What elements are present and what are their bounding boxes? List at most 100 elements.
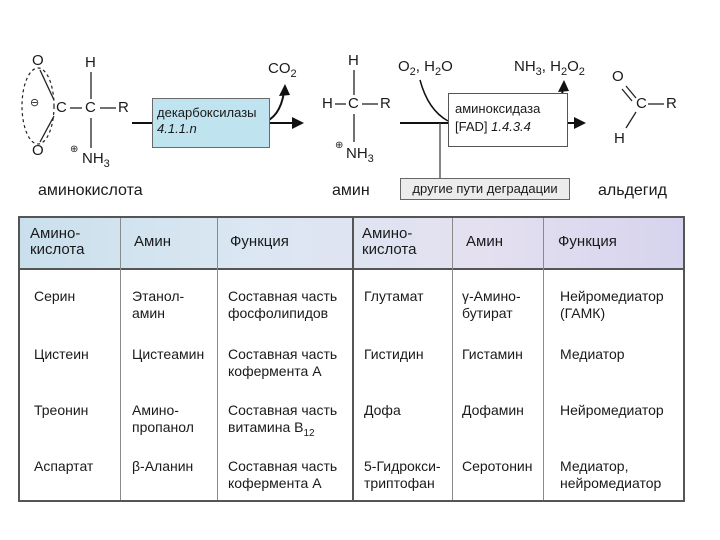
row4-function-1-line2: кофермента А <box>228 475 322 491</box>
amine-h-top: H <box>348 52 359 69</box>
amine-oxidase-cofactor: [FAD] <box>455 119 488 134</box>
row3-amino-acid-2: Дофа <box>364 402 401 418</box>
decarboxylase-ec: 4.1.1.n <box>157 121 197 136</box>
row1-function-2-line2: (ГАМК) <box>560 305 606 321</box>
header-amine-2: Амин <box>466 233 503 250</box>
aldehyde-o: O <box>612 68 624 85</box>
h2o2-sub2: 2 <box>578 66 585 78</box>
decarboxylase-box: декарбоксилазы 4.1.1.n <box>152 98 270 148</box>
header-amino-acid-2: Амино- кислота <box>362 226 416 258</box>
oxidation-inputs: O2, H2O <box>398 58 453 78</box>
aa-nh3-sub: 3 <box>103 158 110 170</box>
inputs-sep: , <box>415 58 425 75</box>
o2-text: O <box>398 58 410 75</box>
row1-function-2-line1: Нейромедиатор <box>560 288 664 304</box>
h2o2-sub1: 2 <box>560 66 568 78</box>
row2-amine-2: Гистамин <box>462 346 523 362</box>
header-amino-acid-1-line1: Амино- <box>30 225 81 242</box>
row3-function-1-line2: витамина В12 <box>228 419 337 442</box>
aa-nh3-text: NH <box>82 150 104 167</box>
aldehyde-h: H <box>614 130 625 147</box>
row1-amine-1: Этанол- амин <box>132 288 184 322</box>
row4-function-2-line2: нейромедиатор <box>560 475 662 491</box>
row3-function-1-line1: Составная часть <box>228 402 338 418</box>
aa-ammonium-charge: ⊕ <box>70 144 79 155</box>
row3-amino-acid-1: Треонин <box>34 402 89 418</box>
amine-oxidase-box: аминоксидаза [FAD] 1.4.3.4 <box>448 93 568 147</box>
aa-bond-c-o-top <box>39 69 55 101</box>
row4-amino-acid-2: 5-Гидрокси- триптофан <box>364 458 441 492</box>
amine-ammonium-charge: ⊕ <box>335 140 344 151</box>
row3-amine-1-line1: Амино- <box>132 402 179 418</box>
row4-function-1-line1: Составная часть <box>228 458 338 474</box>
header-amino-acid-1: Амино- кислота <box>30 226 84 258</box>
row2-amine-1: Цистеамин <box>132 346 205 362</box>
header-amine-1: Амин <box>134 233 171 250</box>
oxidation-arrow-head <box>574 117 586 129</box>
row2-function-1: Составная часть кофермента А <box>228 346 337 380</box>
aa-nh3: NH3 <box>82 150 110 170</box>
aa-o-top: O <box>32 52 44 69</box>
header-function-1: Функция <box>230 233 289 250</box>
h2o2-h: H <box>550 58 561 75</box>
row3-function-2: Нейромедиатор <box>560 402 664 418</box>
header-amino-acid-2-line1: Амино- <box>362 225 413 242</box>
decarboxylase-name: декарбоксилазы <box>157 105 257 120</box>
row1-amine-1-line1: Этанол- <box>132 288 185 304</box>
nh3-out-text: NH <box>514 58 536 75</box>
header-amino-acid-2-line2: кислота <box>362 241 417 258</box>
row1-amine-2: γ-Амино- бутират <box>462 288 521 322</box>
col-divider-1 <box>120 218 121 500</box>
h2o-o: O <box>441 58 453 75</box>
col-divider-5 <box>543 218 544 500</box>
amino-acid-caption: аминокислота <box>38 182 143 199</box>
row1-amine-2-line2: бутират <box>462 305 513 321</box>
co2-label: CO2 <box>268 60 297 80</box>
h2o-sub: 2 <box>434 66 442 78</box>
row4-amino-acid-2-line1: 5-Гидрокси- <box>364 458 441 474</box>
col-divider-middle <box>352 218 354 500</box>
amine-oxidase-detail: [FAD] 1.4.3.4 <box>455 118 561 136</box>
col-divider-2 <box>217 218 218 500</box>
aldehyde-caption: альдегид <box>598 182 667 199</box>
aldehyde-r: R <box>666 95 677 112</box>
aa-o-bottom: O <box>32 142 44 159</box>
row1-amino-acid-2: Глутамат <box>364 288 424 304</box>
row2-amino-acid-2: Гистидин <box>364 346 424 362</box>
row4-amino-acid-1: Аспартат <box>34 458 94 474</box>
row2-function-2: Медиатор <box>560 346 625 362</box>
aa-bond-c-o-bottom <box>39 115 55 143</box>
scheme-lines <box>21 67 664 178</box>
row4-function-1: Составная часть кофермента А <box>228 458 337 492</box>
h2o2-o: O <box>567 58 579 75</box>
aa-c-alpha: C <box>85 99 96 116</box>
aa-h: H <box>85 54 96 71</box>
row3-amine-1-line2: пропанол <box>132 419 194 435</box>
h2o-h: H <box>424 58 435 75</box>
co2-sub: 2 <box>290 68 297 80</box>
amine-oxidase-ec: 1.4.3.4 <box>491 119 531 134</box>
row3-amine-2: Дофамин <box>462 402 524 418</box>
row4-amine-2: Серотонин <box>462 458 533 474</box>
co2-text: CO <box>268 60 291 77</box>
row1-amine-2-line1: γ-Амино- <box>462 288 521 304</box>
o2-input-arrow <box>419 79 449 122</box>
other-degradation-paths-box: другие пути деградации <box>400 178 570 200</box>
row2-amino-acid-1: Цистеин <box>34 346 89 362</box>
amine-c: C <box>348 95 359 112</box>
header-function-2: Функция <box>558 233 617 250</box>
amine-nh3: NH3 <box>346 145 374 165</box>
table-header <box>20 218 683 270</box>
amines-table: Амино- кислота Амин Функция Амино- кисло… <box>18 216 685 502</box>
row1-amino-acid-1: Серин <box>34 288 76 304</box>
decarboxylation-arrow-head <box>292 117 304 129</box>
carboxylate-dashed-circle <box>21 67 55 145</box>
row1-function-2: Нейромедиатор (ГАМК) <box>560 288 664 322</box>
col-divider-4 <box>452 218 453 500</box>
header-amino-acid-1-line2: кислота <box>30 241 85 258</box>
aa-c-carboxyl: C <box>56 99 67 116</box>
row1-function-1-line1: Составная часть <box>228 288 338 304</box>
o2-sub: 2 <box>409 66 416 78</box>
aldehyde-c: C <box>636 95 647 112</box>
aldehyde-double-bond-2 <box>621 88 633 102</box>
